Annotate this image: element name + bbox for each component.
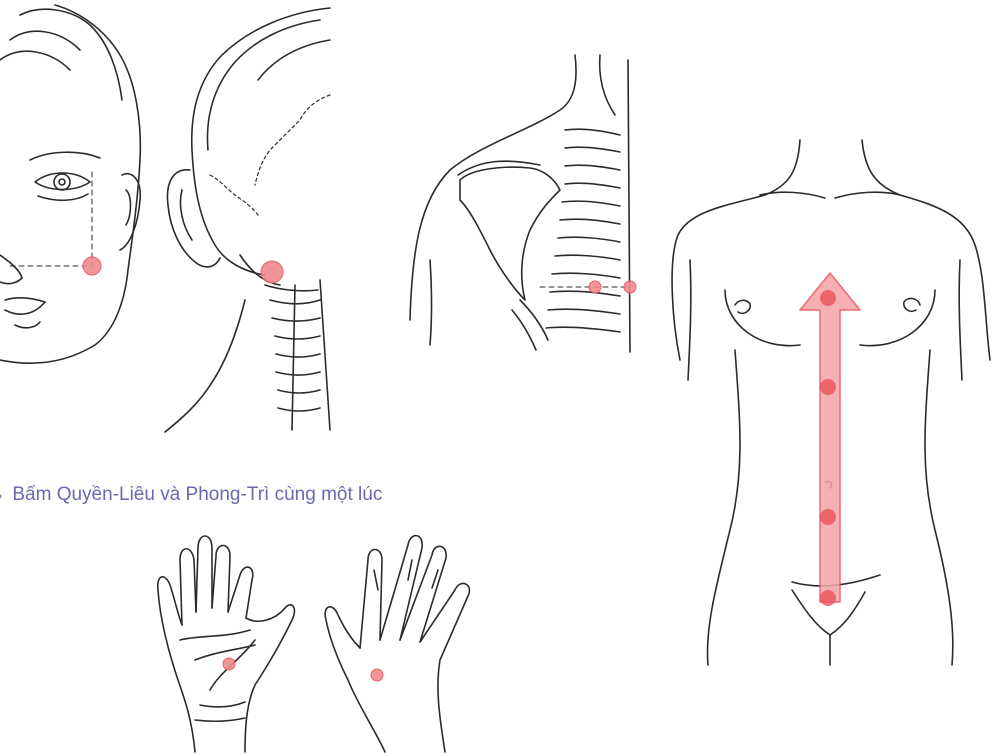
torso-point-3 [820,509,836,525]
back-point-1 [589,281,601,293]
upward-arrow [800,273,860,602]
instruction-caption: › Bấm Quyền-Liêu và Phong-Trì cùng một l… [0,478,382,512]
torso-figure [672,140,990,665]
torso-point-4 [820,590,836,606]
skull-figure [165,8,330,432]
face-figure [0,5,140,363]
caption-text: Bấm Quyền-Liêu và Phong-Trì cùng một lúc [12,484,382,506]
torso-point-1 [820,290,836,306]
phong-tri-point [261,261,283,283]
quyen-lieu-point [83,257,101,275]
torso-point-2 [820,379,836,395]
back-figure [410,55,636,352]
hands-figure [158,536,470,752]
palm-point [223,658,235,670]
back-hand-point [371,669,383,681]
back-point-2 [624,281,636,293]
bullet-icon: › [0,488,2,503]
